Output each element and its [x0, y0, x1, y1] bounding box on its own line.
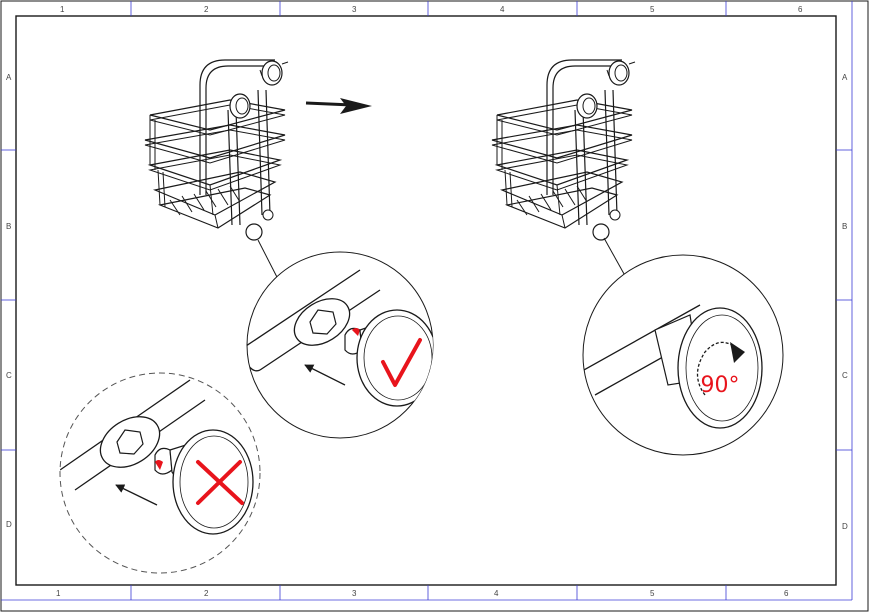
rotate-arrow-icon: [696, 341, 737, 396]
zone-row-left-c: C: [6, 371, 12, 380]
drawing-border: [15, 15, 837, 586]
zone-col-top-2: 2: [204, 5, 209, 14]
zone-row-right-a: A: [842, 73, 848, 82]
zone-col-top-3: 3: [352, 5, 357, 14]
rack-step-2: [491, 59, 636, 241]
push-arrow-icon-wrong: [115, 484, 158, 506]
step-arrow-icon: [305, 98, 372, 114]
zone-col-top-6: 6: [798, 5, 803, 14]
push-arrow-icon: [304, 364, 346, 386]
rack-step-1: [144, 59, 289, 241]
rotation-label: 90°: [701, 373, 740, 398]
zone-row-left-a: A: [6, 73, 12, 82]
zone-col-top-5: 5: [650, 5, 655, 14]
zone-col-bottom-5: 5: [650, 589, 655, 598]
zone-col-top-1: 1: [60, 5, 65, 14]
zone-col-bottom-4: 4: [494, 589, 499, 598]
zone-col-bottom-3: 3: [352, 589, 357, 598]
zone-col-bottom-2: 2: [204, 589, 209, 598]
zone-row-left-d: D: [6, 520, 12, 529]
zone-row-left-b: B: [6, 222, 11, 231]
zone-row-right-d: D: [842, 522, 848, 531]
zone-ticks: [1, 1, 853, 601]
detail-wrong: [59, 372, 261, 574]
detail-correct: [246, 251, 434, 439]
detail-rotate: 90°: [582, 254, 784, 456]
cross-icon: [196, 460, 244, 505]
leader-line-step-1: [257, 239, 281, 284]
zone-col-top-4: 4: [500, 5, 505, 14]
zone-col-bottom-6: 6: [784, 589, 789, 598]
zone-row-right-c: C: [842, 371, 848, 380]
check-icon: [381, 338, 422, 387]
zone-col-bottom-1: 1: [56, 589, 61, 598]
zone-row-right-b: B: [842, 222, 847, 231]
